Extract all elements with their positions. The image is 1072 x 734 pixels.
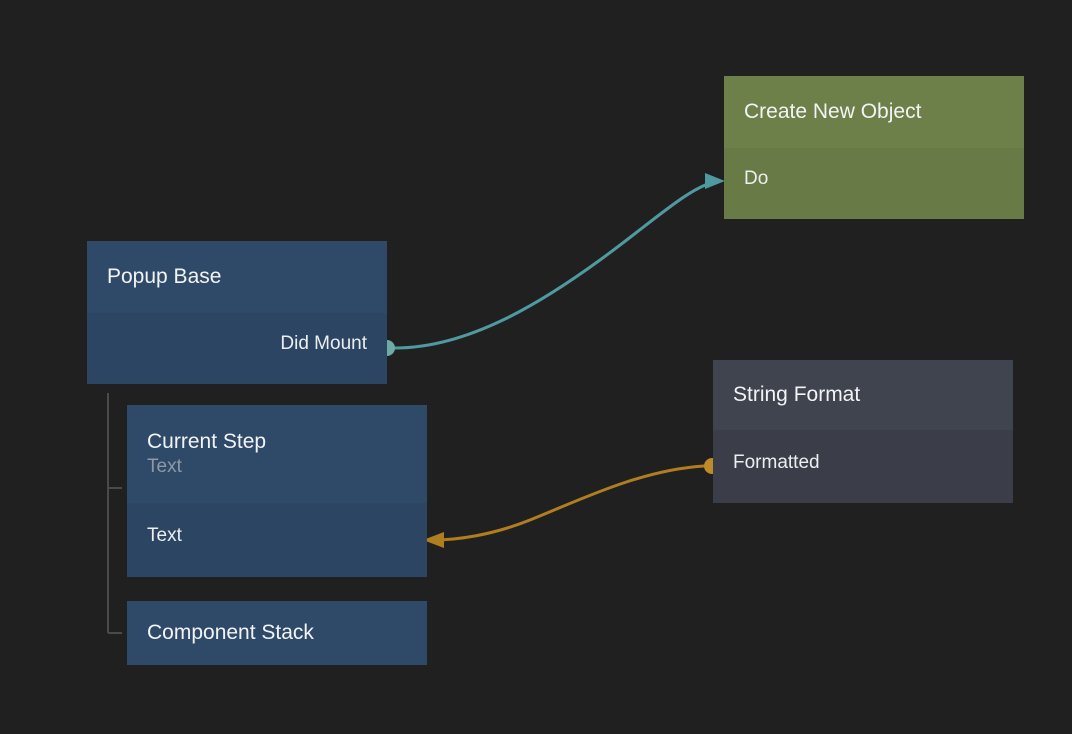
port-current-step-text[interactable]: Text (127, 525, 427, 547)
node-header-create-new-object[interactable]: Create New Object (724, 76, 1024, 148)
node-body-create-new-object: Do (724, 148, 1024, 219)
node-body-popup-base: Did Mount (87, 313, 387, 384)
node-body-current-step: Text (127, 503, 427, 577)
port-label: Text (147, 525, 182, 546)
port-popup-base-did-mount[interactable]: Did Mount (87, 333, 387, 355)
port-create-new-object-do[interactable]: Do (724, 168, 1024, 190)
node-component-stack[interactable]: Component Stack (127, 601, 427, 665)
node-body-string-format: Formatted (713, 430, 1013, 503)
node-header-component-stack[interactable]: Component Stack (127, 601, 427, 665)
port-label: Do (744, 168, 769, 189)
node-header-popup-base[interactable]: Popup Base (87, 241, 387, 313)
node-title-create-new-object: Create New Object (744, 100, 922, 123)
node-title-popup-base: Popup Base (107, 265, 222, 288)
node-header-string-format[interactable]: String Format (713, 360, 1013, 430)
port-string-format-formatted[interactable]: Formatted (713, 452, 1013, 474)
node-subtitle-current-step: Text (147, 456, 182, 477)
node-title-string-format: String Format (733, 383, 861, 406)
node-title-component-stack: Component Stack (147, 621, 314, 644)
port-label: Formatted (733, 452, 820, 473)
port-label: Did Mount (280, 333, 367, 354)
node-title-current-step: Current Step (147, 430, 267, 453)
